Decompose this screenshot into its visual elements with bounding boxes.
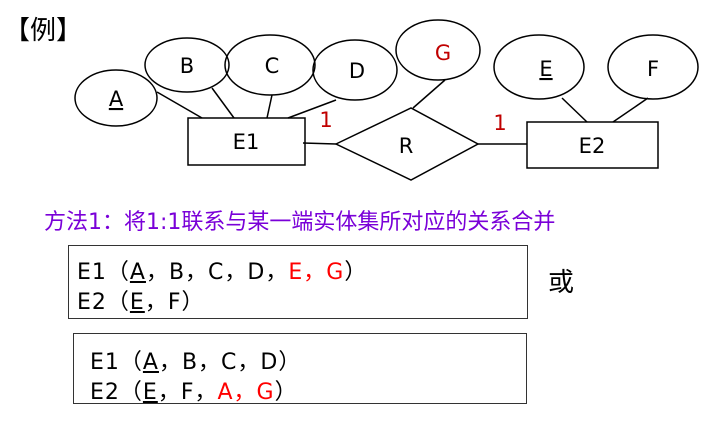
attr-b-label: B xyxy=(180,54,194,78)
text: ，F xyxy=(144,290,182,315)
text: ） xyxy=(278,350,302,375)
text: ） xyxy=(274,380,298,405)
entity-e2 xyxy=(526,121,659,169)
er-diagram: A B C D G E F E1 E2 R 1 1 xyxy=(74,19,699,181)
edge-e1-r xyxy=(302,142,337,145)
edge-b-e1 xyxy=(211,87,235,119)
relationship-r-label: R xyxy=(399,134,414,158)
text: ，B，C，D， xyxy=(145,260,289,285)
primary-key: E xyxy=(142,380,158,405)
merged-attributes: A，G xyxy=(217,380,275,405)
edge-a-e1 xyxy=(156,91,203,119)
text: ） xyxy=(181,290,205,315)
edge-g-r xyxy=(412,79,446,109)
primary-key: E xyxy=(129,290,145,315)
option2-box: E1（A，B，C，D） E2（E，F，A，G） xyxy=(73,333,527,406)
merged-attributes: E，G xyxy=(288,260,345,285)
attr-g-label: G xyxy=(435,41,451,65)
attribute-c xyxy=(224,34,316,96)
attr-a-label: A xyxy=(109,87,124,111)
attribute-d xyxy=(312,39,398,101)
attribute-f xyxy=(607,34,699,100)
option1-row2: E2（E，F） xyxy=(77,284,204,316)
attr-f-label: F xyxy=(647,57,659,81)
method-title: 方法1：将1:1联系与某一端实体集所对应的关系合并 xyxy=(44,210,556,235)
text: ，B，C，D xyxy=(158,350,279,375)
attr-e-label: E xyxy=(539,57,552,81)
option1-row1: E1（A，B，C，D，E，G） xyxy=(77,254,367,286)
attribute-a xyxy=(74,69,158,127)
text: E1（ xyxy=(90,350,143,375)
cardinality-right: 1 xyxy=(493,111,506,135)
option1-box: E1（A，B，C，D，E，G） E2（E，F） xyxy=(68,245,528,319)
text: ） xyxy=(344,260,368,285)
example-label: 【例】 xyxy=(4,16,83,46)
cardinality-left: 1 xyxy=(319,108,332,132)
entity-e1-label: E1 xyxy=(233,130,260,154)
attr-d-label: D xyxy=(349,59,365,83)
edge-f-e2 xyxy=(612,97,649,123)
attr-c-label: C xyxy=(265,54,280,78)
entity-e1 xyxy=(187,117,306,166)
option2-row2: E2（E，F，A，G） xyxy=(90,374,298,406)
primary-key: A xyxy=(142,350,159,375)
edge-e-e2 xyxy=(561,97,588,123)
edge-d-e1 xyxy=(287,99,337,119)
attribute-g xyxy=(395,19,481,81)
relationship-r xyxy=(334,107,480,181)
or-label: 或 xyxy=(548,268,575,298)
primary-key: A xyxy=(129,260,146,285)
text: E2（ xyxy=(90,380,143,405)
entity-e2-label: E2 xyxy=(579,134,606,158)
edge-c-e1 xyxy=(266,94,273,119)
text: ，F， xyxy=(157,380,218,405)
attribute-b xyxy=(144,37,230,93)
text: E1（ xyxy=(77,260,130,285)
option2-row1: E1（A，B，C，D） xyxy=(90,344,301,376)
text: E2（ xyxy=(77,290,130,315)
attribute-e xyxy=(493,34,585,100)
